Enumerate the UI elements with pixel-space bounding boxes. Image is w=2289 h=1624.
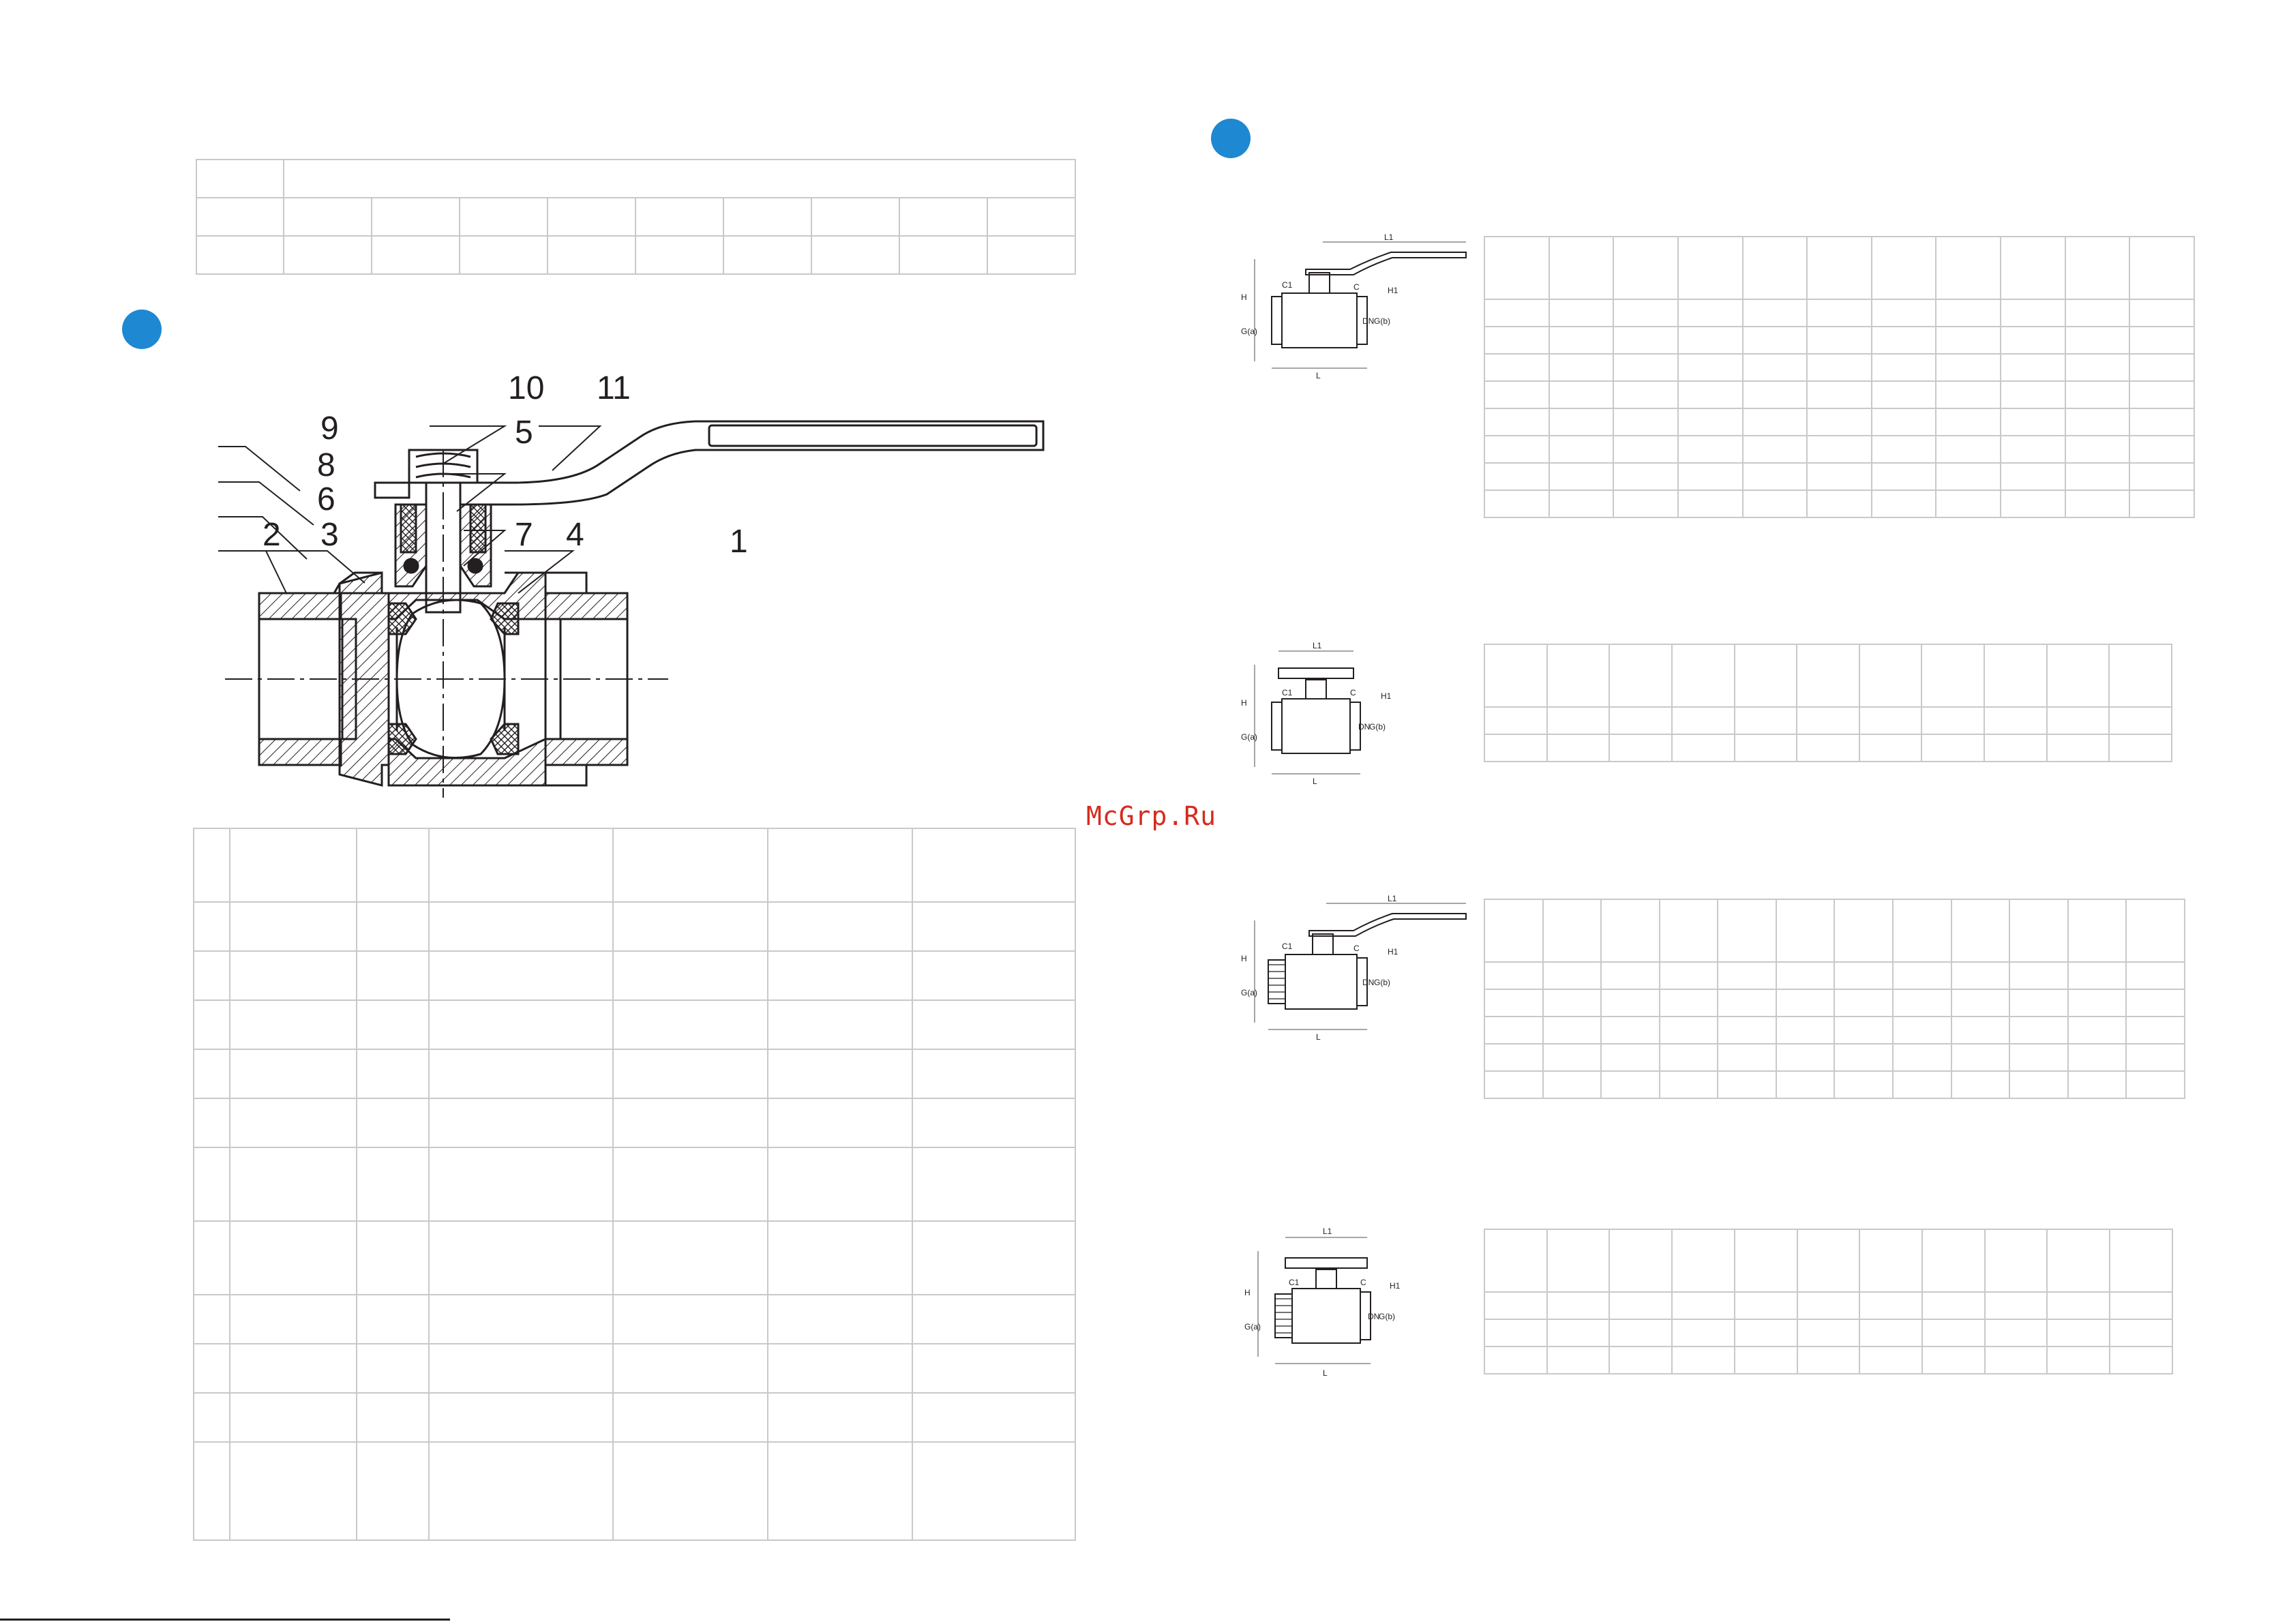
svg-text:H: H: [1241, 698, 1247, 708]
footer-rule: [0, 1619, 450, 1621]
svg-text:G(b): G(b): [1374, 978, 1390, 987]
thumbnail-lever-mf: L1 H H1 C C1 G(a) G(b) DN L: [1241, 894, 1467, 1042]
spec-table-4: [1484, 1229, 2173, 1374]
svg-text:G(b): G(b): [1374, 316, 1390, 326]
svg-text:L1: L1: [1388, 894, 1397, 903]
svg-text:L: L: [1316, 371, 1321, 380]
svg-text:G(a): G(a): [1241, 988, 1257, 997]
svg-text:L: L: [1323, 1368, 1328, 1378]
svg-text:C1: C1: [1282, 942, 1293, 951]
svg-text:C1: C1: [1289, 1278, 1300, 1287]
size-table: [196, 159, 1076, 275]
spec-table-3: [1484, 899, 2185, 1099]
watermark: McGrp.Ru: [1086, 801, 1217, 831]
svg-text:G(b): G(b): [1369, 722, 1386, 732]
callout-1: 1: [730, 524, 748, 560]
svg-text:L1: L1: [1323, 1227, 1332, 1236]
callout-5: 5: [515, 415, 533, 451]
svg-text:L: L: [1316, 1032, 1321, 1042]
svg-text:H: H: [1241, 292, 1247, 302]
section-marker-dot: [1211, 119, 1251, 158]
thumbnail-lever-ff: L1 H H1 C C1 G(a) G(b) DN L: [1241, 232, 1467, 380]
section-marker-dot: [122, 310, 162, 349]
svg-text:G(b): G(b): [1379, 1312, 1395, 1321]
callout-7: 7: [515, 517, 533, 553]
callout-2: 2: [263, 517, 281, 553]
svg-text:C: C: [1353, 282, 1360, 292]
callout-3: 3: [320, 517, 339, 553]
callout-labels: 1 2 3 4 5 6 7 8 9 10 11: [263, 370, 748, 560]
svg-text:H: H: [1241, 954, 1247, 963]
svg-text:C: C: [1353, 944, 1360, 953]
svg-text:L: L: [1313, 777, 1317, 786]
svg-text:H1: H1: [1388, 947, 1398, 957]
svg-text:L1: L1: [1313, 641, 1322, 650]
svg-text:G(a): G(a): [1241, 732, 1257, 742]
callout-10: 10: [508, 370, 544, 406]
svg-text:L1: L1: [1384, 232, 1394, 242]
thumbnail-butterfly-mf: L1 H H1 C C1 G(a) G(b) DN L: [1244, 1227, 1401, 1378]
svg-text:H1: H1: [1388, 286, 1398, 295]
svg-text:DN: DN: [1362, 978, 1374, 987]
callout-11: 11: [597, 370, 631, 406]
svg-text:DN: DN: [1362, 316, 1374, 326]
svg-text:H1: H1: [1381, 691, 1392, 701]
callout-9: 9: [320, 410, 339, 447]
ball-valve-cutaway-drawing: 1 2 3 4 5 6 7 8 9 10 11: [218, 370, 1045, 798]
callout-8: 8: [317, 447, 335, 483]
svg-text:G(a): G(a): [1241, 327, 1257, 336]
svg-text:H1: H1: [1390, 1281, 1401, 1291]
svg-text:H: H: [1244, 1288, 1251, 1297]
callout-4: 4: [566, 517, 584, 553]
svg-text:G(a): G(a): [1244, 1322, 1261, 1332]
parts-table: [193, 828, 1076, 1541]
table-cell: [196, 159, 284, 198]
svg-text:C: C: [1360, 1278, 1366, 1287]
table-cell: [283, 159, 1076, 198]
svg-text:DN: DN: [1368, 1312, 1379, 1321]
spec-table-1: [1484, 236, 2195, 518]
callout-6: 6: [317, 481, 335, 517]
spec-table-2: [1484, 644, 2172, 762]
svg-text:C: C: [1350, 688, 1356, 697]
svg-text:C1: C1: [1282, 688, 1293, 697]
svg-text:C1: C1: [1282, 280, 1293, 290]
thumbnail-butterfly-ff: L1 H H1 C C1 G(a) G(b) DN L: [1241, 641, 1392, 786]
svg-text:DN: DN: [1358, 722, 1370, 732]
